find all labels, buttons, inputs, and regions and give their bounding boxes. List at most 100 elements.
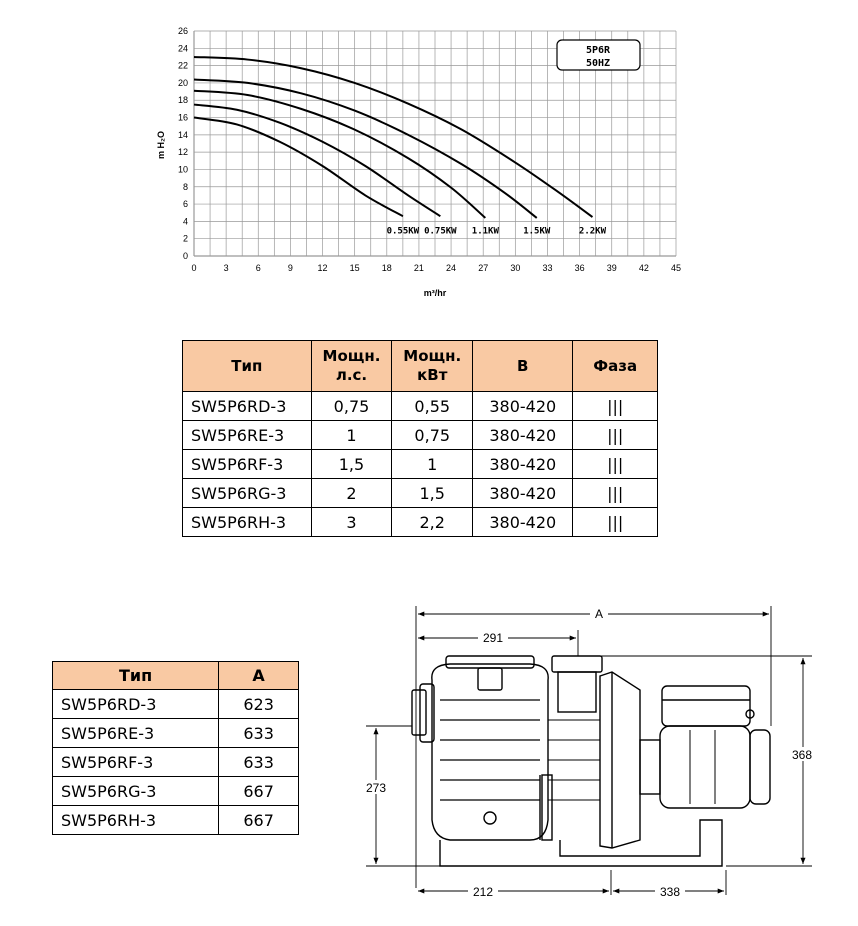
table-cell: SW5P6RF-3: [182, 449, 312, 479]
table-cell: 380-420: [472, 449, 574, 479]
y-tick-label: 24: [178, 43, 188, 53]
table-header: Тип: [51, 661, 220, 690]
table-cell: |||: [572, 449, 658, 479]
x-tick-label: 45: [671, 263, 681, 273]
table-cell: 623: [218, 689, 299, 719]
x-tick-label: 42: [639, 263, 649, 273]
table-cell: SW5P6RD-3: [182, 391, 312, 421]
pump-outline: [411, 655, 771, 867]
series-line-1.1KW: [193, 89, 487, 219]
table-header: В: [472, 340, 574, 392]
series-line-2.2KW: [193, 55, 594, 218]
x-tick-label: 21: [414, 263, 424, 273]
y-tick-label: 4: [183, 216, 188, 226]
table-cell: 3: [310, 507, 393, 537]
table-cell: 1: [310, 420, 393, 450]
dim-368: 368: [792, 748, 812, 762]
x-axis-label: m³/hr: [424, 288, 447, 298]
y-axis-label: m H₂O: [156, 131, 166, 159]
table-cell: 0,75: [391, 420, 474, 450]
table-cell: |||: [572, 507, 658, 537]
dim-212: 212: [473, 885, 493, 899]
x-tick-label: 36: [575, 263, 585, 273]
table-cell: SW5P6RG-3: [51, 776, 220, 806]
table-cell: 667: [218, 776, 299, 806]
x-tick-label: 3: [224, 263, 229, 273]
y-tick-label: 16: [178, 113, 188, 123]
y-tick-label: 0: [183, 251, 188, 261]
dim-273: 273: [366, 781, 386, 795]
x-tick-label: 15: [350, 263, 360, 273]
y-tick-label: 20: [178, 78, 188, 88]
y-tick-label: 26: [178, 26, 188, 36]
y-tick-label: 2: [183, 234, 188, 244]
chart-grid: [193, 30, 677, 257]
series-label-1.5KW: 1.5KW: [523, 227, 551, 237]
table-cell: 1,5: [391, 478, 474, 508]
table-cell: 633: [218, 747, 299, 777]
table-cell: SW5P6RD-3: [51, 689, 220, 719]
series-line-1.5KW: [193, 78, 538, 219]
table-cell: SW5P6RE-3: [51, 718, 220, 748]
table-cell: SW5P6RH-3: [51, 805, 220, 835]
y-tick-label: 18: [178, 95, 188, 105]
table-cell: 380-420: [472, 391, 574, 421]
table-header: Мощн.кВт: [391, 340, 474, 392]
dimension-labels: A 291 368 273 212 338: [360, 606, 818, 899]
series-line-0.75KW: [193, 103, 441, 218]
table-cell: 0,75: [310, 391, 393, 421]
strainer-ribs: [440, 699, 540, 801]
dim-A: A: [595, 607, 603, 621]
x-tick-label: 12: [318, 263, 328, 273]
series-label-1.1KW: 1.1KW: [472, 227, 500, 237]
series-line-0.55KW: [193, 116, 404, 218]
table-cell: SW5P6RE-3: [182, 420, 312, 450]
legend-box-line2: 50HZ: [586, 58, 610, 69]
x-tick-label: 6: [256, 263, 261, 273]
table-cell: 633: [218, 718, 299, 748]
legend-box: 5P6R 50HZ: [556, 39, 641, 71]
dim-291: 291: [483, 631, 503, 645]
x-tick-label: 33: [542, 263, 552, 273]
table-cell: |||: [572, 420, 658, 450]
table-header: Мощн.л.с.: [310, 340, 393, 392]
dimension-lines: [366, 606, 812, 895]
table-cell: 380-420: [472, 507, 574, 537]
table-cell: 2,2: [391, 507, 474, 537]
table-cell: |||: [572, 391, 658, 421]
x-tick-label: 27: [478, 263, 488, 273]
x-tick-label: 39: [607, 263, 617, 273]
table-cell: 380-420: [472, 420, 574, 450]
table-header: Тип: [182, 340, 312, 392]
x-tick-label: 18: [382, 263, 392, 273]
y-tick-label: 12: [178, 147, 188, 157]
y-tick-label: 14: [178, 130, 188, 140]
table-header: A: [218, 661, 299, 690]
x-tick-label: 24: [446, 263, 456, 273]
table-cell: |||: [572, 478, 658, 508]
table-cell: 2: [310, 478, 393, 508]
table-cell: 667: [218, 805, 299, 835]
table-cell: SW5P6RG-3: [182, 478, 312, 508]
chart-series: [193, 55, 594, 219]
table-cell: SW5P6RH-3: [182, 507, 312, 537]
series-label-0.55KW: 0.55KW: [387, 227, 420, 237]
table-cell: 1: [391, 449, 474, 479]
series-label-0.75KW: 0.75KW: [424, 227, 457, 237]
table-cell: 380-420: [472, 478, 574, 508]
y-tick-label: 22: [178, 61, 188, 71]
pump-dimension-drawing: A 291 368 273 212 338: [360, 606, 818, 899]
dim-338: 338: [660, 885, 680, 899]
